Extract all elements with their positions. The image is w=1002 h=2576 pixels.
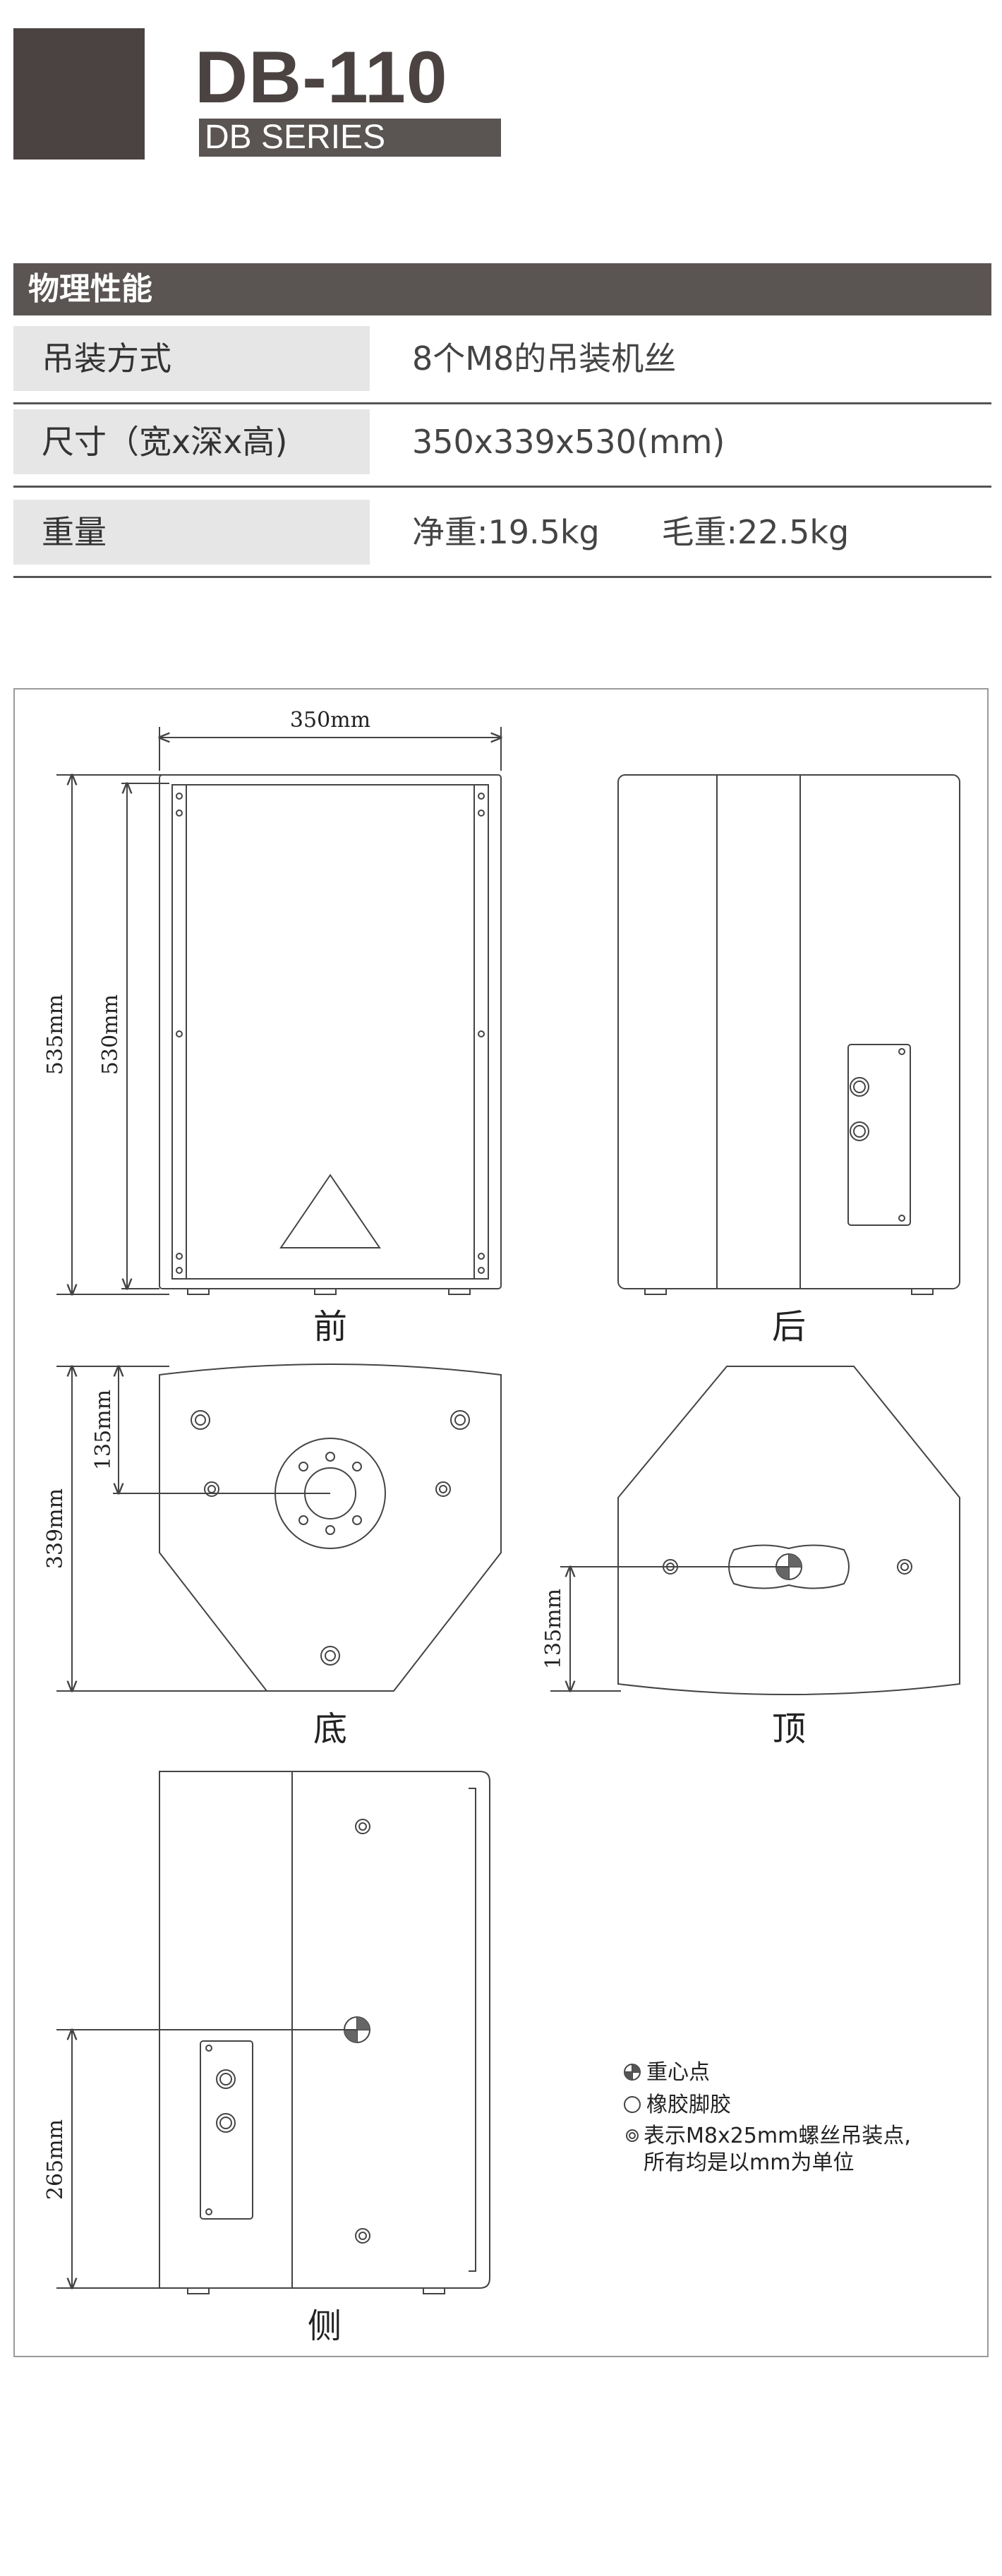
- center-of-gravity-icon: [624, 2064, 641, 2081]
- spec-label-background: [13, 409, 370, 474]
- front-width-label: 350mm: [290, 708, 370, 733]
- bottom-view: [113, 1364, 502, 1692]
- spec-row-rigging: 吊装方式 8个M8的吊装机丝: [13, 326, 991, 408]
- bottom-depth-label: 339mm: [43, 1488, 68, 1569]
- rear-view-label: 后: [772, 1307, 806, 1347]
- spec-divider: [13, 576, 991, 578]
- spec-value: 350x339x530(mm): [412, 423, 725, 461]
- series-banner: [199, 119, 501, 157]
- top-view: [560, 1366, 960, 1695]
- spec-label: 重量: [42, 513, 107, 551]
- bottom-view-label: 底: [313, 1709, 347, 1749]
- spec-label-background: [13, 500, 370, 565]
- front-dimensions: [56, 727, 501, 1294]
- brand-logo-block: [13, 28, 145, 160]
- model-title: DB-110: [195, 37, 448, 119]
- spec-label: 尺寸（宽x深x高): [42, 423, 288, 461]
- side-view-label: 侧: [308, 2306, 342, 2346]
- legend-units-note: 所有均是以mm为单位: [644, 2150, 854, 2175]
- spec-divider: [13, 402, 991, 404]
- bottom-offset-label: 135mm: [91, 1390, 116, 1470]
- rubber-foot-icon: [624, 2096, 641, 2113]
- side-view: [56, 1771, 490, 2294]
- legend-rubber-feet: 橡胶脚胶: [646, 2093, 731, 2117]
- drawing-frame: [13, 688, 989, 2357]
- spec-value: 净重:19.5kg 毛重:22.5kg: [412, 513, 850, 551]
- spec-value: 8个M8的吊装机丝: [412, 339, 677, 378]
- spec-label-background: [13, 326, 370, 391]
- legend-center-of-gravity: 重心点: [646, 2060, 710, 2085]
- section-header: [13, 263, 991, 315]
- legend-rigging-point: 表示M8x25mm螺丝吊装点,: [644, 2124, 911, 2148]
- rigging-point-icon: [626, 2129, 639, 2142]
- front-view-label: 前: [313, 1307, 347, 1347]
- front-outer-height-label: 535mm: [43, 994, 68, 1075]
- bottom-dimensions: [56, 1366, 267, 1691]
- side-height-label: 265mm: [43, 2119, 68, 2200]
- spec-row-weight: 重量 净重:19.5kg 毛重:22.5kg: [13, 500, 991, 582]
- section-title: 物理性能: [28, 271, 152, 307]
- rear-view: [617, 774, 960, 1295]
- front-inner-height-label: 530mm: [98, 994, 123, 1075]
- legend: [624, 2064, 641, 2142]
- spec-label: 吊装方式: [42, 339, 171, 378]
- top-offset-label: 135mm: [541, 1589, 566, 1669]
- top-dimensions: [550, 1567, 621, 1691]
- spec-divider: [13, 486, 991, 488]
- spec-row-dimensions: 尺寸（宽x深x高) 350x339x530(mm): [13, 409, 991, 491]
- side-dimensions: [56, 2030, 162, 2288]
- top-view-label: 顶: [772, 1709, 806, 1749]
- series-label: DB SERIES: [205, 119, 386, 156]
- front-view: [159, 774, 502, 1295]
